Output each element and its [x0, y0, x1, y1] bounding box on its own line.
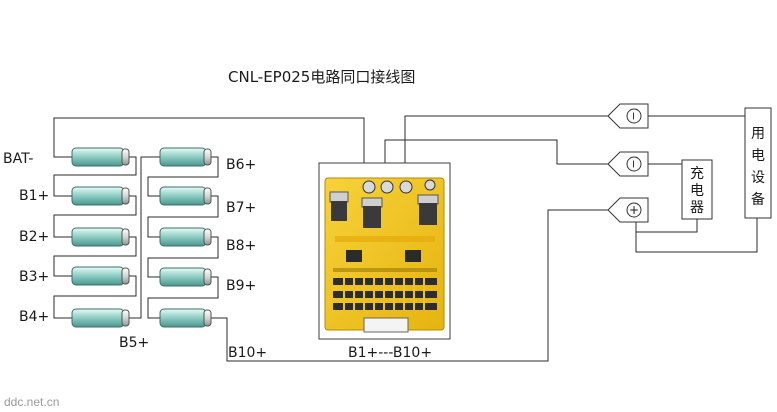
label-b3: B3+	[19, 269, 49, 285]
battery-column-right	[159, 147, 212, 328]
battery-cell	[71, 147, 130, 167]
connector-symbol: −	[627, 159, 640, 168]
output-connector-1: −	[607, 103, 649, 129]
vertical-char: 用	[751, 126, 765, 142]
connector-symbol: +	[629, 203, 639, 217]
vertical-char: 设	[751, 170, 765, 186]
cell-labels-left: BAT- B1+ B2+ B3+ B4+	[3, 151, 49, 325]
connector-symbol: −	[627, 111, 640, 120]
vertical-char: 电	[690, 183, 704, 199]
battery-column-left	[71, 147, 130, 328]
charger-label: 充电器	[690, 166, 704, 216]
diagram-title: CNL-EP025电路同口接线图	[228, 68, 415, 86]
battery-cell	[159, 227, 212, 247]
vertical-char: 电	[751, 148, 765, 164]
cell-labels-right: B6+ B7+ B8+ B9+	[226, 157, 256, 294]
label-b4: B4+	[19, 309, 49, 325]
wire-load-bottom	[635, 218, 758, 253]
label-b5: B5+	[119, 335, 149, 351]
label-b10: B10+	[228, 345, 267, 361]
label-b8: B8+	[226, 238, 256, 254]
wire-link-b7	[147, 195, 219, 238]
load-label: 用电设备	[751, 126, 765, 208]
wire-link-b6	[147, 156, 219, 197]
wire-link-b3	[53, 236, 137, 277]
vertical-char: 备	[751, 191, 765, 208]
wire-link-b4	[53, 275, 137, 319]
board-connector	[363, 317, 409, 333]
label-b2: B2+	[19, 229, 49, 245]
mosfet-2	[361, 197, 383, 228]
output-connector-3: +	[607, 197, 649, 223]
battery-cell	[71, 227, 130, 247]
wire-b10	[208, 209, 608, 362]
wires	[53, 115, 758, 362]
battery-cell	[159, 267, 212, 287]
battery-cell	[71, 266, 130, 286]
wire-mid-connector	[384, 139, 608, 182]
vertical-char: 充	[690, 166, 704, 182]
wire-link-b2	[53, 195, 137, 238]
label-b9: B9+	[226, 278, 256, 294]
wire-top-connector	[404, 115, 608, 182]
battery-cell	[71, 308, 130, 328]
wire-bat-negative	[53, 117, 365, 182]
board-label: B1+---B10+	[348, 345, 432, 361]
vertical-char: 器	[690, 200, 704, 216]
mosfet-1	[329, 191, 349, 221]
label-b6: B6+	[226, 157, 256, 173]
label-bat-negative: BAT-	[3, 151, 33, 167]
wire-link-b5	[129, 156, 160, 319]
wire-link-b8	[147, 236, 219, 278]
label-b1: B1+	[19, 188, 49, 204]
battery-cell	[71, 186, 130, 206]
battery-cell	[159, 186, 212, 206]
watermark: ddc.net.cn	[4, 395, 59, 409]
battery-cell	[159, 147, 212, 167]
output-connector-2: −	[607, 151, 649, 177]
wire-link-b1	[53, 156, 137, 197]
battery-cell	[159, 308, 212, 328]
charger-box: 充电器	[681, 159, 713, 220]
wire-link-b9	[147, 276, 219, 319]
label-b7: B7+	[226, 200, 256, 216]
load-device-box: 用电设备	[744, 107, 772, 219]
mosfet-3	[417, 194, 439, 225]
protection-board	[318, 162, 451, 340]
